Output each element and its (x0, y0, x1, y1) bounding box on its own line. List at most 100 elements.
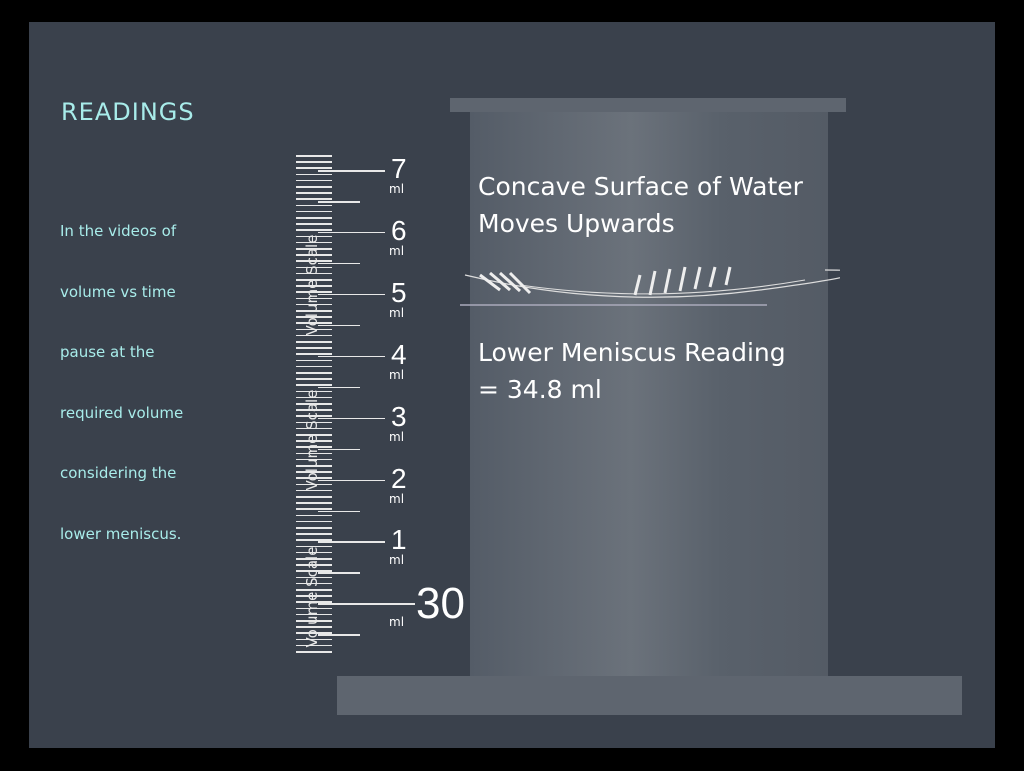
minor-tick (296, 155, 332, 157)
instruction-line: volume vs time (60, 282, 176, 301)
minor-tick (296, 545, 332, 548)
minor-tick (296, 173, 332, 176)
minor-tick (296, 440, 332, 442)
reading-note-line1: Lower Meniscus Reading (478, 338, 786, 367)
minor-tick (296, 167, 332, 169)
minor-tick (296, 632, 332, 634)
minor-tick (296, 328, 332, 331)
minor-tick (296, 272, 332, 275)
unit-label: ml (389, 429, 405, 444)
minor-tick (296, 471, 332, 473)
minor-tick (296, 384, 332, 386)
minor-tick (296, 403, 332, 405)
minor-tick (296, 558, 332, 560)
minor-tick (296, 601, 332, 603)
minor-tick (296, 179, 332, 182)
minor-tick (296, 353, 332, 355)
minor-tick (296, 254, 332, 256)
scale-label: 6 (391, 214, 407, 246)
axis-label: Volume Scale (303, 389, 321, 491)
scale-label: 4 (391, 338, 407, 370)
scale-label: 30 (416, 579, 465, 629)
surface-note-line1: Concave Surface of Water (478, 172, 803, 201)
minor-tick (296, 427, 332, 430)
minor-tick (296, 452, 332, 455)
minor-tick (296, 446, 332, 448)
minor-tick (296, 217, 332, 219)
minor-tick (296, 527, 332, 529)
unit-label: ml (389, 491, 405, 506)
minor-tick (296, 570, 332, 572)
minor-tick (296, 595, 332, 597)
minor-tick (296, 229, 332, 231)
minor-tick (296, 316, 332, 318)
minor-tick (296, 248, 332, 250)
minor-tick (296, 613, 332, 616)
half-tick (318, 634, 360, 636)
scale-label: 7 (391, 153, 407, 184)
minor-tick (296, 644, 332, 647)
major-tick (318, 355, 385, 358)
minor-tick (296, 520, 332, 523)
minor-tick (296, 421, 332, 424)
major-tick (318, 541, 385, 543)
minor-tick (296, 279, 332, 281)
minor-tick (296, 235, 332, 238)
minor-tick (296, 539, 332, 541)
minor-tick (296, 582, 332, 585)
half-tick (318, 510, 360, 512)
minor-tick (296, 310, 332, 312)
minor-tick (296, 564, 332, 566)
minor-tick (296, 626, 332, 628)
minor-tick (296, 576, 332, 579)
minor-tick (296, 502, 332, 504)
surface-note-line2: Moves Upwards (478, 209, 675, 238)
minor-tick (296, 651, 332, 653)
instruction-line: In the videos of (60, 222, 177, 240)
axis-label: Volume Scale (303, 234, 321, 336)
minor-tick (296, 322, 332, 324)
major-tick (318, 417, 385, 420)
minor-tick (296, 533, 332, 535)
half-tick (318, 201, 360, 203)
minor-tick (296, 297, 332, 300)
minor-tick (296, 508, 332, 510)
unit-label: ml (389, 615, 405, 630)
half-tick (318, 324, 360, 327)
minor-tick (296, 607, 332, 610)
instruction-line: lower meniscus. (60, 524, 182, 543)
scale-label: 2 (391, 462, 407, 494)
unit-label: ml (389, 243, 405, 258)
minor-tick (296, 161, 332, 163)
beaker-base (337, 676, 962, 715)
unit-label: ml (389, 367, 405, 382)
minor-tick (296, 458, 332, 461)
meniscus-illustration (460, 266, 840, 306)
minor-tick (296, 620, 332, 622)
scale-label: 3 (391, 400, 407, 432)
beaker-rim (450, 98, 846, 112)
half-tick (318, 386, 360, 389)
unit-label: ml (389, 553, 405, 568)
minor-tick (296, 551, 332, 554)
minor-tick (296, 483, 332, 486)
axis-label: Volume Scale (303, 546, 321, 648)
minor-tick (296, 378, 332, 380)
minor-tick (296, 260, 332, 262)
minor-tick (296, 514, 332, 517)
minor-tick (296, 266, 332, 269)
minor-tick (296, 204, 332, 207)
major-tick (318, 479, 385, 481)
half-tick (318, 448, 360, 451)
major-tick (318, 231, 385, 234)
minor-tick (296, 347, 332, 349)
minor-tick (296, 589, 332, 591)
instruction-line: considering the (60, 464, 177, 482)
minor-tick (296, 359, 332, 362)
unit-label: ml (389, 182, 405, 196)
minor-tick (296, 192, 332, 194)
half-tick (318, 262, 360, 265)
minor-tick (296, 409, 332, 411)
minor-tick (296, 477, 332, 479)
minor-tick (296, 465, 332, 467)
